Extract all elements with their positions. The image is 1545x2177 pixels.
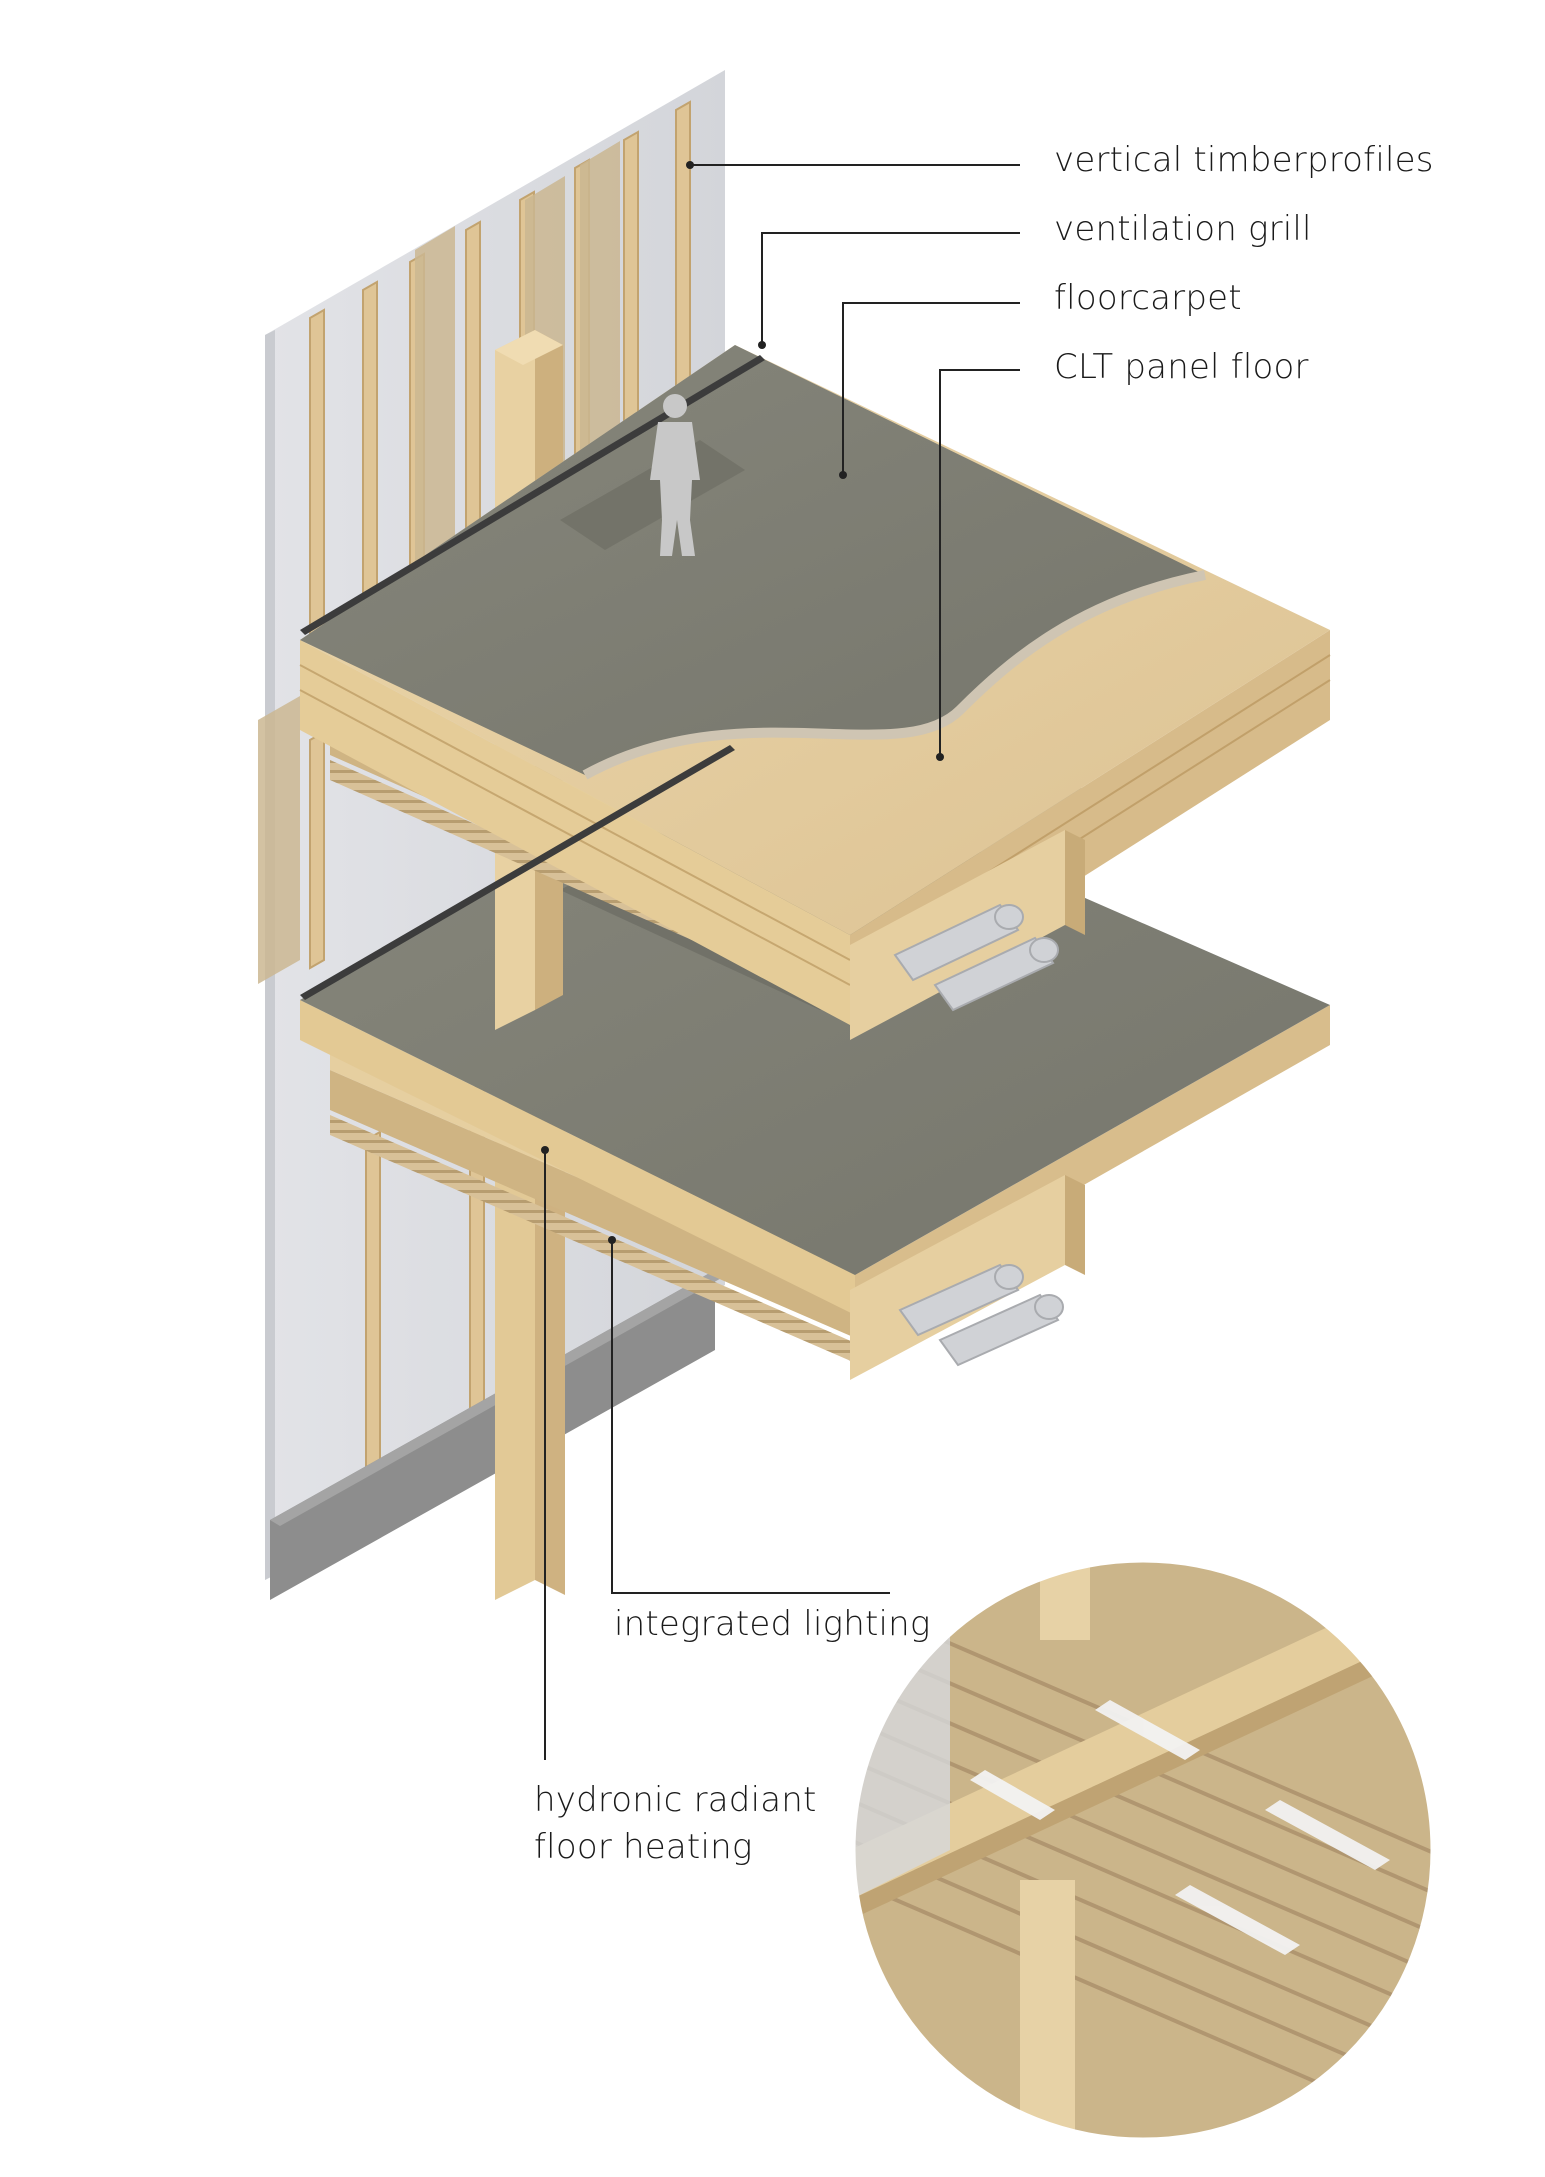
leader-floorcarpet bbox=[842, 302, 1020, 475]
label-integrated-lighting: integrated lighting bbox=[614, 1604, 931, 1644]
leader-ventilation-grill bbox=[761, 232, 1020, 345]
label-clt-panel-floor: CLT panel floor bbox=[1054, 347, 1309, 387]
human-figure bbox=[650, 394, 700, 556]
upper-floor-slab bbox=[299, 345, 1331, 1040]
leader-dots bbox=[541, 161, 944, 1244]
facade-mesh-panels bbox=[258, 141, 620, 984]
leader-integrated-lighting bbox=[611, 1240, 890, 1594]
detail-circle-ceiling-closeup bbox=[852, 1559, 1434, 2141]
ventilation-grills bbox=[300, 355, 765, 1000]
label-hydronic-radiant-line1: hydronic radiant bbox=[534, 1780, 817, 1820]
label-ventilation-grill: ventilation grill bbox=[1054, 209, 1312, 249]
label-floorcarpet: floorcarpet bbox=[1054, 278, 1242, 318]
leader-lines bbox=[544, 164, 1020, 1760]
leader-clt-panel-floor bbox=[939, 369, 1020, 757]
label-hydronic-radiant-line2: floor heating bbox=[534, 1827, 753, 1867]
label-vertical-timberprofiles: vertical timberprofiles bbox=[1054, 140, 1434, 180]
